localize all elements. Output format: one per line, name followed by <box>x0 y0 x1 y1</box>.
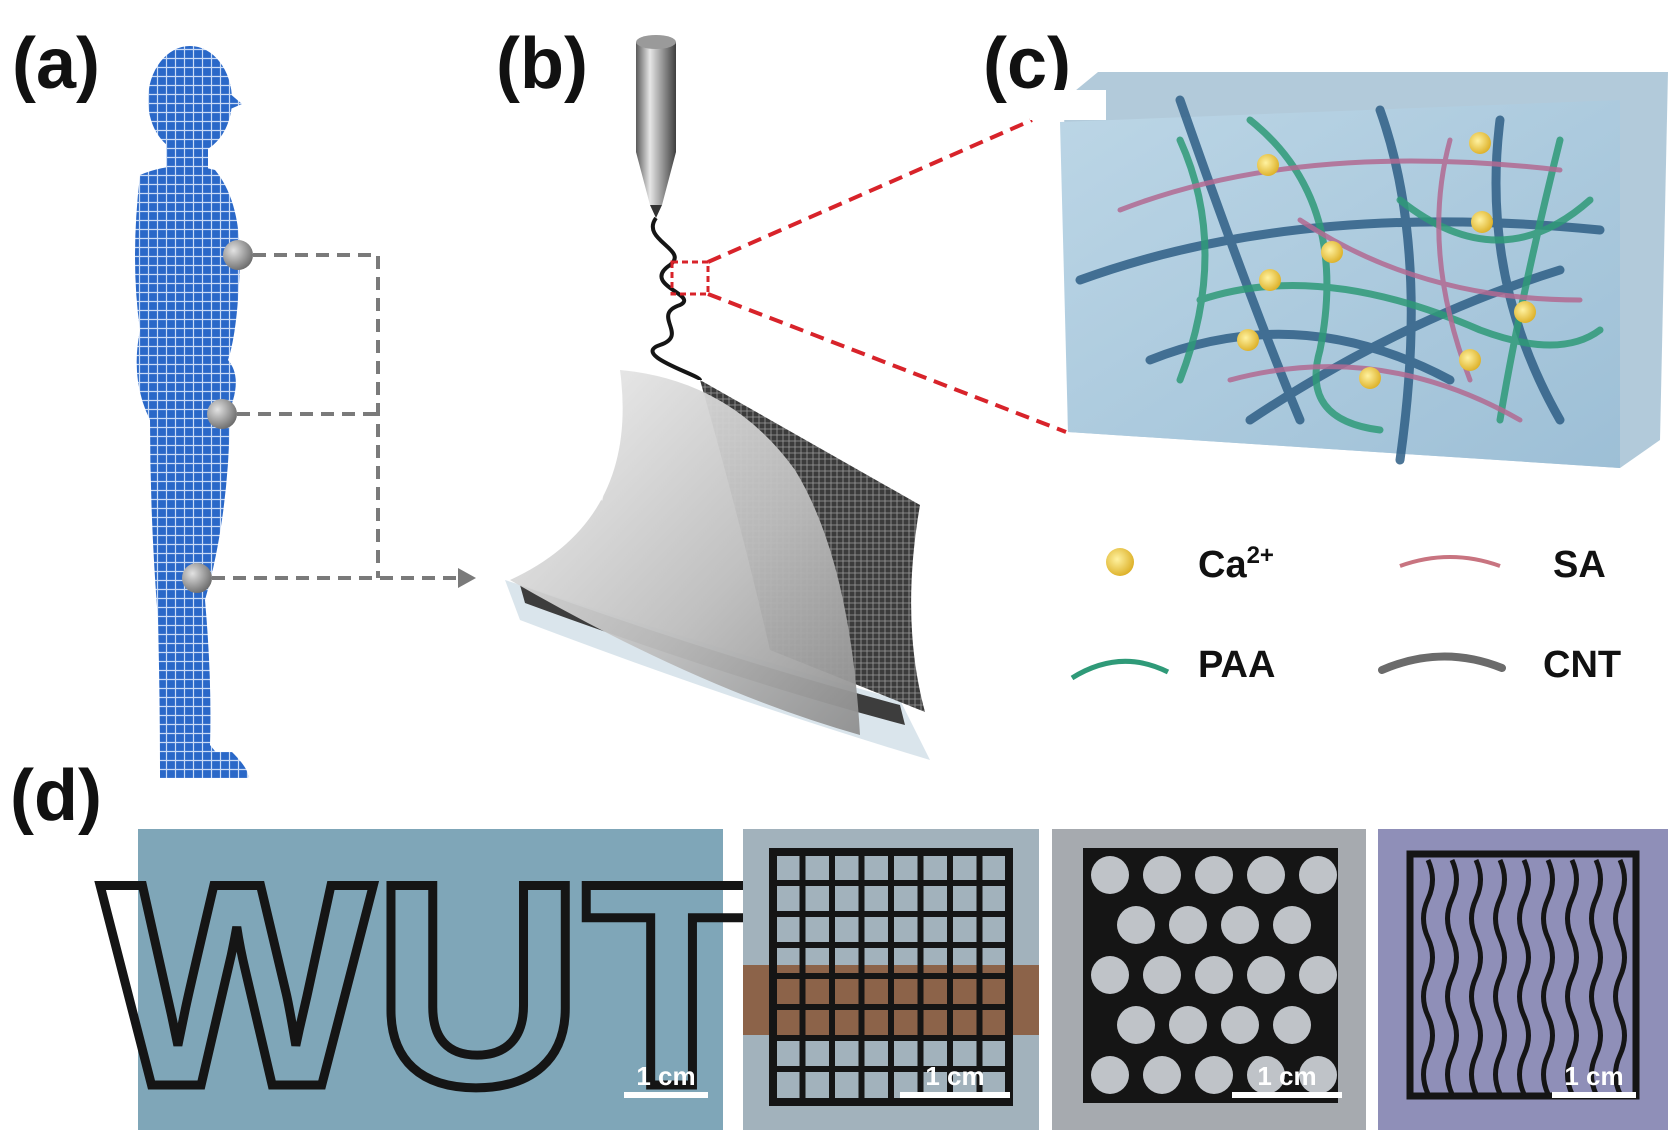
scale-label-4: 1 cm <box>1564 1061 1623 1091</box>
serpentine-line <box>1445 858 1459 1096</box>
scale-bar <box>1232 1092 1342 1098</box>
scale-bar <box>624 1092 708 1098</box>
honeycomb-cell <box>1091 1056 1129 1094</box>
printed-letters: WUT <box>100 823 760 1143</box>
honeycomb-cell <box>1169 906 1207 944</box>
honeycomb-cell <box>1143 1056 1181 1094</box>
sensor-layers <box>505 370 930 760</box>
panel-d-label: (d) <box>10 756 102 836</box>
honeycomb-cell <box>1273 906 1311 944</box>
zoom-box <box>670 260 710 296</box>
panel-b-label: (b) <box>496 24 588 104</box>
honeycomb-cell <box>1247 856 1285 894</box>
serpentine-line <box>1517 858 1531 1096</box>
serpentine-line <box>1469 858 1483 1096</box>
honeycomb-cell <box>1143 956 1181 994</box>
photo-square-grid: 1 cm <box>743 829 1039 1130</box>
legend-paa-swatch <box>1070 658 1170 681</box>
honeycomb-cell <box>1273 1006 1311 1044</box>
serpentine-line <box>1613 858 1627 1096</box>
legend-sa-swatch <box>1399 555 1501 568</box>
honeycomb-cell <box>1169 1006 1207 1044</box>
honeycomb-cell <box>1195 956 1233 994</box>
honeycomb-cell <box>1117 1006 1155 1044</box>
honeycomb-cell <box>1195 856 1233 894</box>
honeycomb-cell <box>1117 906 1155 944</box>
honeycomb-cell <box>1195 1056 1233 1094</box>
honeycomb-cell <box>1221 906 1259 944</box>
legend-item-cnt: CNT <box>1378 644 1621 686</box>
serpentine-line <box>1493 858 1507 1096</box>
photo-wut-letters: WUT 1 cm <box>95 819 764 1143</box>
scale-bar <box>1552 1092 1636 1098</box>
sensor-node-knee <box>182 563 212 593</box>
honeycomb-cell <box>1221 1006 1259 1044</box>
honeycomb-cell <box>1091 956 1129 994</box>
sensor-node-chest <box>223 240 253 270</box>
hydrogel-block <box>1030 72 1668 468</box>
legend: Ca2+ SA PAA CNT <box>1070 542 1621 686</box>
scale-label-2: 1 cm <box>925 1061 984 1091</box>
connector-lines <box>212 253 460 580</box>
legend-cnt-label: CNT <box>1543 644 1621 686</box>
arrow-head <box>458 568 476 588</box>
extruded-filament <box>650 216 702 382</box>
photo-honeycomb: 1 cm <box>1052 829 1366 1130</box>
calcium-ions <box>1237 132 1536 389</box>
honeycomb-cell <box>1299 856 1337 894</box>
serpentine-line <box>1421 858 1435 1096</box>
scale-label-3: 1 cm <box>1257 1061 1316 1091</box>
legend-cnt-swatch <box>1378 652 1506 674</box>
honeycomb-cell <box>1247 1056 1285 1094</box>
legend-item-paa: PAA <box>1070 644 1275 686</box>
serpentine-line <box>1565 858 1579 1096</box>
scale-label-1: 1 cm <box>636 1061 695 1091</box>
legend-item-ca: Ca2+ <box>1106 542 1274 586</box>
serpentine-line <box>1541 858 1555 1096</box>
zoom-lines <box>707 118 1067 434</box>
sensor-node-waist <box>207 399 237 429</box>
honeycomb-cell <box>1299 956 1337 994</box>
honeycomb-cell <box>1091 856 1129 894</box>
legend-sa-label: SA <box>1553 544 1606 586</box>
panel-a-label: (a) <box>12 24 100 104</box>
honeycomb-cell <box>1299 1056 1337 1094</box>
legend-paa-label: PAA <box>1198 644 1275 686</box>
human-body-figure <box>135 46 249 778</box>
honeycomb-cell <box>1143 856 1181 894</box>
legend-ca-swatch <box>1106 548 1134 576</box>
polymer-network <box>1075 95 1605 465</box>
print-nozzle <box>636 35 676 218</box>
scale-bar <box>900 1092 1010 1098</box>
serpentine-line <box>1589 858 1603 1096</box>
honeycomb-cell <box>1247 956 1285 994</box>
photo-serpentine: 1 cm <box>1378 829 1668 1130</box>
legend-item-sa: SA <box>1399 544 1606 586</box>
legend-ca-label: Ca2+ <box>1198 542 1274 586</box>
